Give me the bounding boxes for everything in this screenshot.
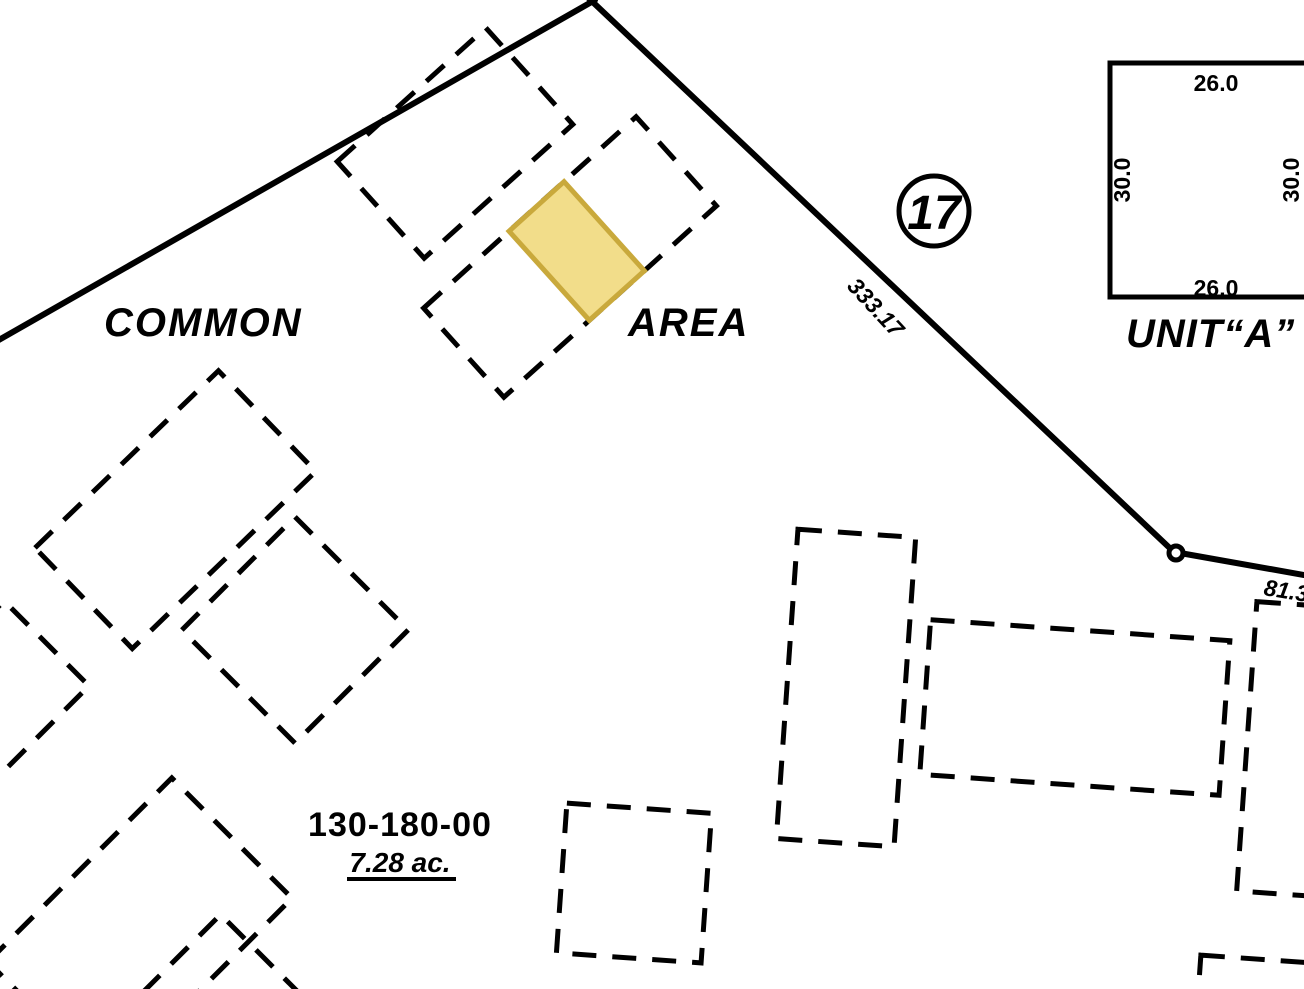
building-footprint-right-edge — [1233, 598, 1304, 906]
unit-a-box — [1107, 60, 1304, 300]
building-footprint-tall-narrow — [773, 526, 919, 850]
building-footprint-bottom-right-edge — [1189, 952, 1304, 989]
lot-number-label: 17 — [907, 187, 963, 240]
highlighted-parcel[interactable] — [505, 178, 648, 324]
lot-number-circle — [896, 173, 972, 249]
building-footprint-bottom-center — [553, 800, 715, 966]
boundary-line-northwest — [0, 0, 598, 343]
boundary-line-east — [1177, 550, 1304, 578]
unit-a-dimension-right: 30.0 — [1278, 158, 1304, 203]
common-label: COMMON — [104, 301, 303, 345]
dimension-333-17: 333.17 — [842, 273, 910, 343]
survey-monument-icon — [1166, 543, 1186, 563]
unit-a-dimension-left: 30.0 — [1109, 158, 1135, 203]
unit-a-label: UNIT“A” — [1126, 312, 1295, 356]
acreage-label: 7.28 ac. — [349, 847, 450, 878]
building-footprint-mid-left-long — [31, 367, 320, 653]
building-footprint-bottom-left-small — [111, 911, 309, 989]
highlighted-parcel-fill[interactable] — [505, 178, 648, 324]
unit-a-dimension-bottom: 26.0 — [1194, 275, 1239, 301]
building-footprint-mid-left-square — [178, 513, 412, 747]
building-footprint-top-left — [333, 24, 577, 262]
area-label: AREA — [627, 301, 749, 345]
unit-a-dimension-top: 26.0 — [1194, 70, 1239, 96]
building-footprint-large-right — [917, 617, 1233, 798]
boundary-line-northeast — [586, 0, 1178, 556]
parcel-number-label: 130-180-00 — [308, 806, 492, 844]
building-footprint-left-edge-upper — [0, 597, 93, 824]
building-footprint-left-edge-lower — [0, 774, 296, 989]
